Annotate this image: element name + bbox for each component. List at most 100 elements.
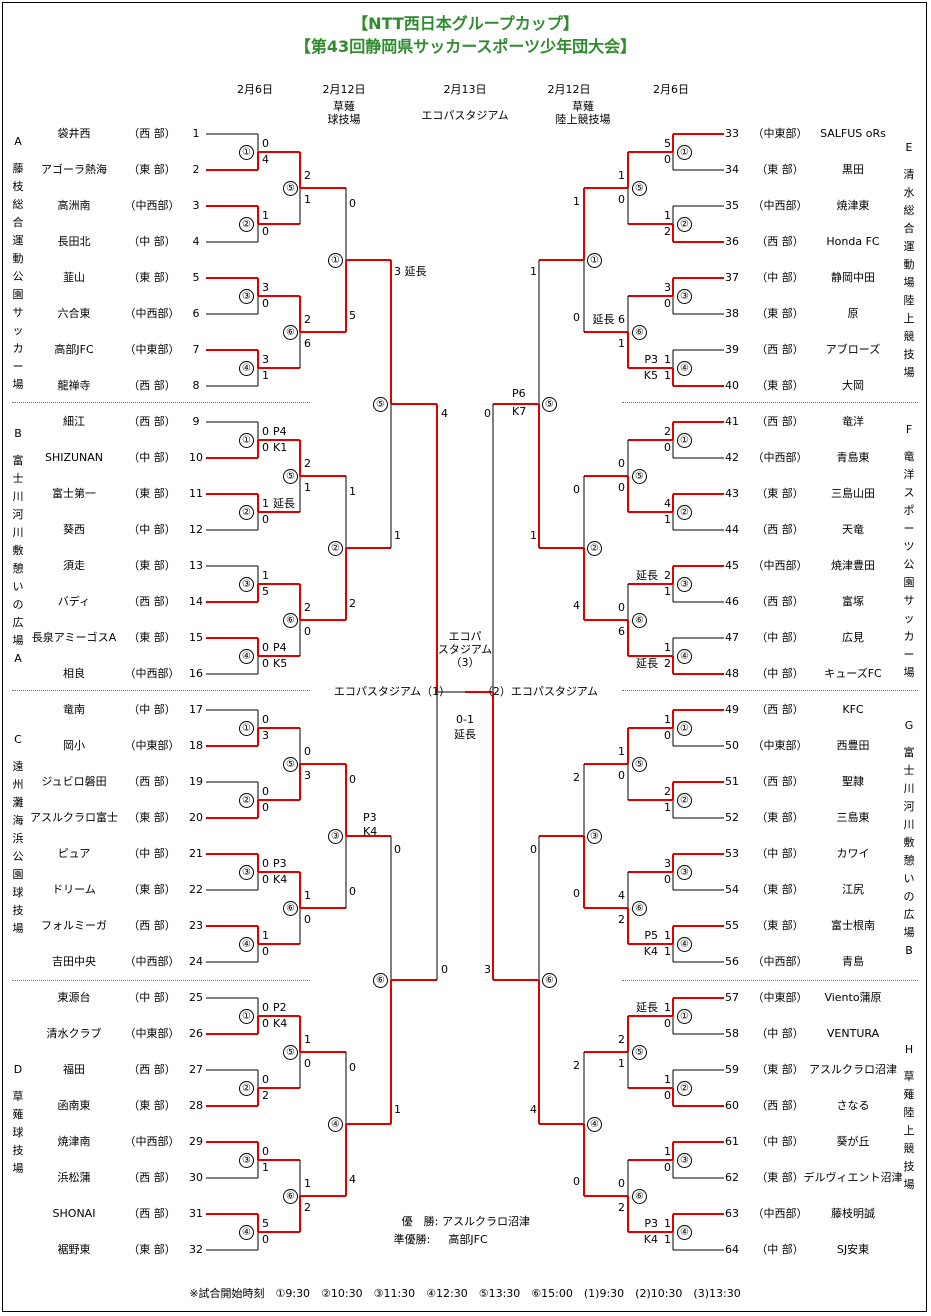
team-region: （中西部） [752,559,808,572]
tiebreak-note: K4 [643,945,658,958]
team-name: 三島山田 [831,487,875,500]
score: 3 延長 [394,265,427,278]
team-name: デルヴィエント沼津 [803,1171,903,1184]
team-region: （東 部） [128,559,176,572]
team-region: （西 部） [128,127,176,140]
match-marker: ① [328,253,343,268]
seed-number: 64 [725,1243,739,1256]
team-region: （東 部） [756,1171,804,1184]
team-name: 黒田 [842,163,864,176]
seed-number: 60 [725,1099,739,1112]
score: 1 [618,745,625,758]
match-marker: ⑤ [632,181,647,196]
seed-number: 18 [189,739,203,752]
match-marker: ① [587,253,602,268]
team-name: 東源台 [57,991,91,1004]
team-region: （中 部） [756,1027,804,1040]
tiebreak-note: K7 [512,405,527,418]
team-region: （東 部） [756,307,804,320]
team-region: （中西部） [752,955,808,968]
team-name: キューズFC [824,667,882,680]
team-name: 富塚 [842,595,864,608]
team-name: 三島東 [836,811,870,824]
match-marker: ⑥ [632,613,647,628]
seed-number: 13 [189,559,203,572]
team-region: （西 部） [128,1171,176,1184]
team-name: 吉田中央 [52,955,96,968]
team-name: 焼津南 [57,1135,91,1148]
match-marker: ① [677,145,692,160]
seed-number: 17 [189,703,203,716]
seed-number: 3 [192,199,200,212]
seed-number: 50 [725,739,739,752]
date-header-right-round2: 2月12日 [547,83,591,96]
score: 1 [262,209,269,222]
team-name: 大岡 [842,379,864,392]
team-region: （東 部） [756,919,804,932]
team-region: （東 部） [756,163,804,176]
tiebreak-note: 延長 [636,1001,658,1014]
seed-number: 53 [725,847,739,860]
block-separator [12,402,310,403]
venue-header-right-round2: 草薙 陸上競技場 [555,100,611,126]
match-marker: ③ [677,865,692,880]
runner-up-name: 高部JFC [448,1233,488,1246]
seed-number: 29 [189,1135,203,1148]
seed-number: 63 [725,1207,739,1220]
score: 0 [262,713,269,726]
score: 1 [262,369,269,382]
date-header-left-round1: 2月6日 [237,83,273,96]
score: 3 [262,729,269,742]
match-marker: ① [239,1009,254,1024]
team-region: （西 部） [128,379,176,392]
team-region: （中 部） [128,235,176,248]
team-region: （西 部） [756,775,804,788]
venue-name-G: 富士川河川敷憩いの広場B [903,746,915,957]
team-name: 焼津東 [836,199,870,212]
score: 2 [304,601,311,614]
score: 0 [484,407,491,420]
team-region: （中西部） [752,1207,808,1220]
score: 1 [664,945,671,958]
venue-letter-G: G [904,719,914,732]
runner-up-label: 準優勝: [393,1233,431,1246]
team-region: （中西部） [752,451,808,464]
score: 2 [664,425,671,438]
score: 0 [262,137,269,150]
team-region: （東 部） [756,379,804,392]
venue-letter-B: B [14,427,22,440]
score: 1 [664,585,671,598]
score: 4 [441,407,448,420]
score: 1 [618,1057,625,1070]
match-marker: ⑤ [373,397,388,412]
score: 4 [618,889,625,902]
score: 0 [664,1089,671,1102]
match-marker: ① [239,433,254,448]
seed-number: 42 [725,451,739,464]
match-marker: ⑤ [283,469,298,484]
block-separator [12,980,310,981]
team-name: 須走 [63,559,85,572]
score: 1 [664,1233,671,1246]
team-region: （西 部） [756,235,804,248]
team-name: SHIZUNAN [44,451,104,464]
score: 0 [262,657,269,670]
score: 0 [573,887,580,900]
team-name: 静岡中田 [831,271,875,284]
venue-letter-C: C [14,733,22,746]
score: 0 [573,1175,580,1188]
match-marker: ⑤ [283,757,298,772]
match-marker: ④ [677,649,692,664]
score: 0 [349,885,356,898]
score: 4 [530,1103,537,1116]
date-header-right-round1: 2月6日 [653,83,689,96]
match-marker: ② [677,1081,692,1096]
team-region: （西 部） [128,919,176,932]
team-region: （西 部） [128,1063,176,1076]
team-name: 原 [847,307,859,320]
score: 0 [262,945,269,958]
team-region: （東 部） [128,811,176,824]
score: 1 [304,193,311,206]
tiebreak-note: P3 [644,353,658,366]
score: 0 [262,1233,269,1246]
